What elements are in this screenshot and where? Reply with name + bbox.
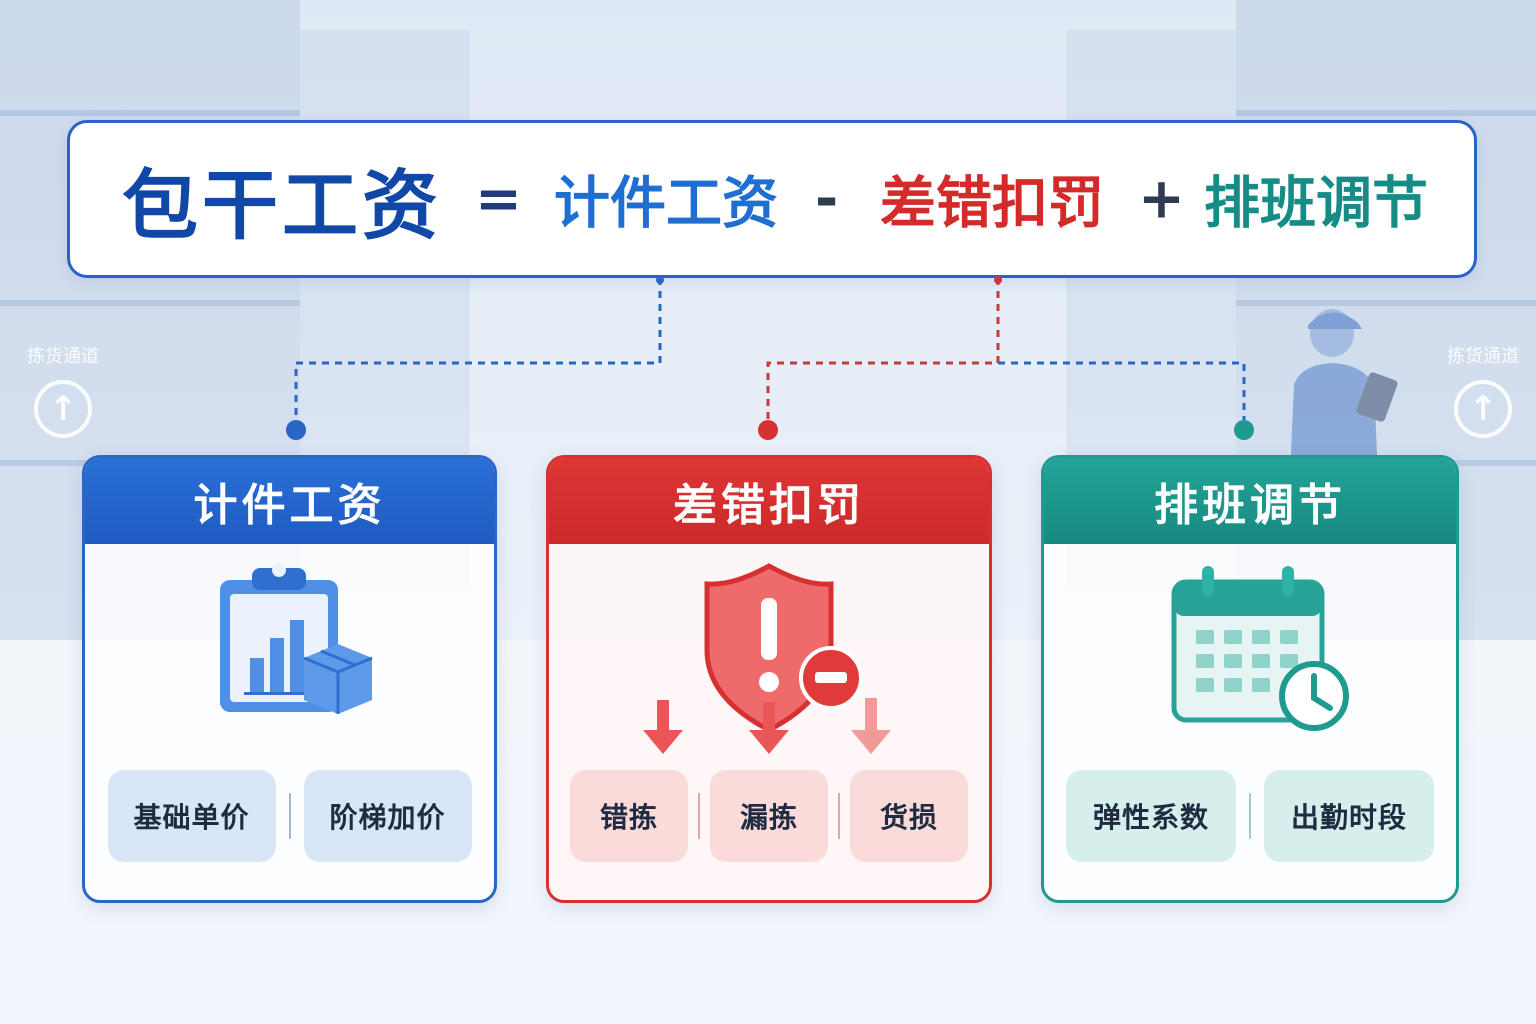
arrow-up-icon: ↑ xyxy=(1454,380,1512,438)
formula-minus-sign: - xyxy=(815,167,838,232)
aisle-sign-right-label: 拣货通道 xyxy=(1438,342,1528,368)
chip-goods-damage: 货损 xyxy=(850,770,968,862)
card-error-penalty-title: 差错扣罚 xyxy=(549,458,989,544)
down-arrows-icon xyxy=(549,690,992,760)
aisle-sign-left: 拣货通道 ↑ xyxy=(18,342,108,438)
formula-term-error-penalty: 差错扣罚 xyxy=(880,159,1104,240)
card-shift-adjust-items: 弹性系数 出勤时段 xyxy=(1044,770,1456,862)
card-shift-adjust: 排班调节 弹性系数 出勤时段 xyxy=(1041,455,1459,903)
formula-term-piece-wage: 计件工资 xyxy=(554,159,778,240)
formula-main-term: 包干工资 xyxy=(122,144,442,254)
aisle-sign-left-label: 拣货通道 xyxy=(18,342,108,368)
clipboard-chart-box-icon xyxy=(200,558,380,738)
card-error-penalty: 差错扣罚 错拣 漏拣 货损 xyxy=(546,455,992,903)
chip-attendance-period: 出勤时段 xyxy=(1264,770,1434,862)
salary-formula-banner: 包干工资 = 计件工资 - 差错扣罚 + 排班调节 xyxy=(67,120,1477,278)
chip-wrong-pick: 错拣 xyxy=(570,770,688,862)
warehouse-worker-illustration xyxy=(1270,295,1420,475)
arrow-up-icon: ↑ xyxy=(34,380,92,438)
calendar-clock-icon xyxy=(1150,558,1350,738)
card-piece-wage: 计件工资 基础单价 阶梯加价 xyxy=(82,455,497,903)
formula-plus-sign: + xyxy=(1138,167,1185,232)
card-piece-wage-title: 计件工资 xyxy=(85,458,494,544)
card-shift-adjust-title: 排班调节 xyxy=(1044,458,1456,544)
formula-equals-sign: = xyxy=(475,167,522,232)
chip-tiered-bonus: 阶梯加价 xyxy=(304,770,472,862)
aisle-sign-right: 拣货通道 ↑ xyxy=(1438,342,1528,438)
chip-flex-coefficient: 弹性系数 xyxy=(1066,770,1236,862)
formula-term-shift-adjust: 排班调节 xyxy=(1204,159,1428,240)
chip-missed-pick: 漏拣 xyxy=(710,770,828,862)
card-error-penalty-items: 错拣 漏拣 货损 xyxy=(549,770,989,862)
card-piece-wage-items: 基础单价 阶梯加价 xyxy=(85,770,494,862)
chip-base-unit-price: 基础单价 xyxy=(108,770,276,862)
